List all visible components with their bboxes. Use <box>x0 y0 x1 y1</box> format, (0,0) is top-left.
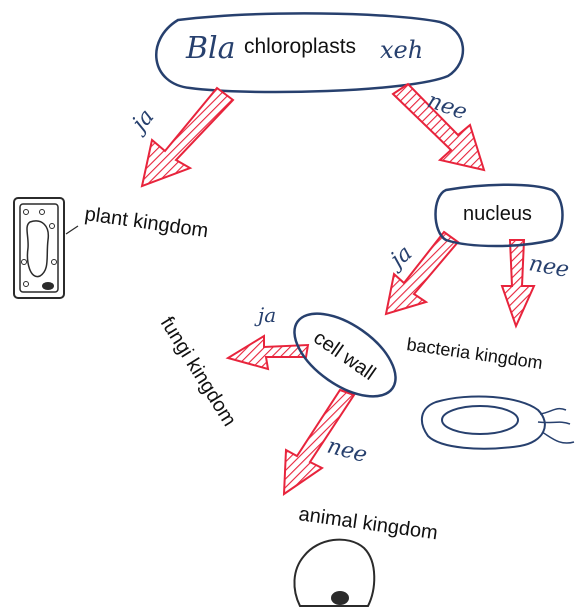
chloroplasts-node: Bla xeh chloroplasts <box>156 13 463 92</box>
arrow-root-yes <box>142 88 233 186</box>
animal-cell-icon <box>294 540 374 606</box>
top-node-label: chloroplasts <box>244 35 356 58</box>
branch-label-cellwall-no: nee <box>324 434 369 469</box>
arrow-nucleus-no <box>502 240 534 326</box>
plant-cell-icon <box>14 198 78 298</box>
top-node-handwritten-tail: xeh <box>380 36 423 64</box>
outcome-animal: animal kingdom <box>297 503 439 544</box>
bacteria-cell-icon <box>422 396 574 448</box>
outcome-plant: plant kingdom <box>83 203 209 242</box>
nucleus-node: nucleus <box>436 185 563 246</box>
branch-label-nucleus-yes: ja <box>382 241 417 276</box>
nucleus-label: nucleus <box>463 203 532 225</box>
top-node-handwritten: Bla <box>185 31 236 66</box>
branch-label-nucleus-no: nee <box>527 251 571 283</box>
outcome-fungi: fungi kingdom <box>156 313 241 430</box>
branch-label-root-yes: ja <box>124 105 159 140</box>
branch-label-cellwall-yes: ja <box>254 303 276 327</box>
outcome-bacteria: bacteria kingdom <box>405 334 544 373</box>
